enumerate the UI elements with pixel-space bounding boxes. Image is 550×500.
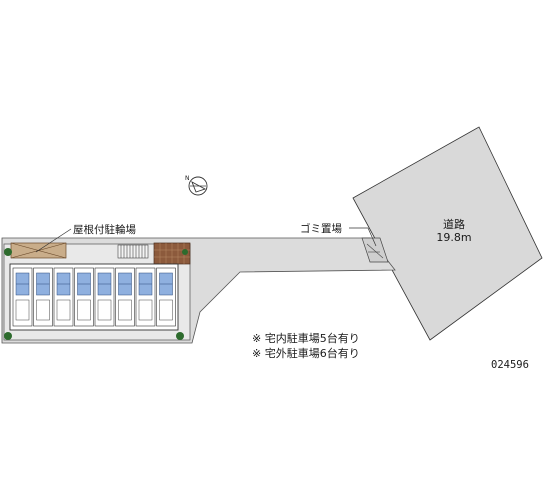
compass-north-label: N: [185, 175, 190, 182]
garbage-area-leader: [349, 227, 377, 247]
staircase: [117, 244, 149, 259]
apartment-unit: [94, 267, 115, 327]
property-code: 024596: [491, 359, 529, 371]
bicycle-shelter-leader: [35, 228, 72, 253]
garbage-area-label: ゴミ置場: [300, 222, 342, 235]
apartment-unit: [53, 267, 74, 327]
compass-icon: N: [185, 175, 208, 196]
note-onsite-parking: ※ 宅内駐車場5台有り: [252, 331, 360, 345]
apartment-units: [12, 267, 176, 327]
note-offsite-parking: ※ 宅外駐車場6台有り: [252, 346, 360, 360]
road-area: [352, 126, 543, 341]
apartment-unit: [12, 267, 33, 327]
apartment-unit: [156, 267, 176, 327]
apartment-unit: [74, 267, 94, 327]
road-width: 19.8m: [436, 231, 471, 244]
apartment-unit: [33, 267, 53, 327]
apartment-unit: [115, 267, 135, 327]
apartment-unit: [135, 267, 156, 327]
shrubs: [4, 248, 188, 340]
road-connector: [361, 237, 389, 263]
bicycle-shelter-label: 屋根付駐輪場: [73, 223, 136, 236]
road-name: 道路: [443, 217, 465, 231]
